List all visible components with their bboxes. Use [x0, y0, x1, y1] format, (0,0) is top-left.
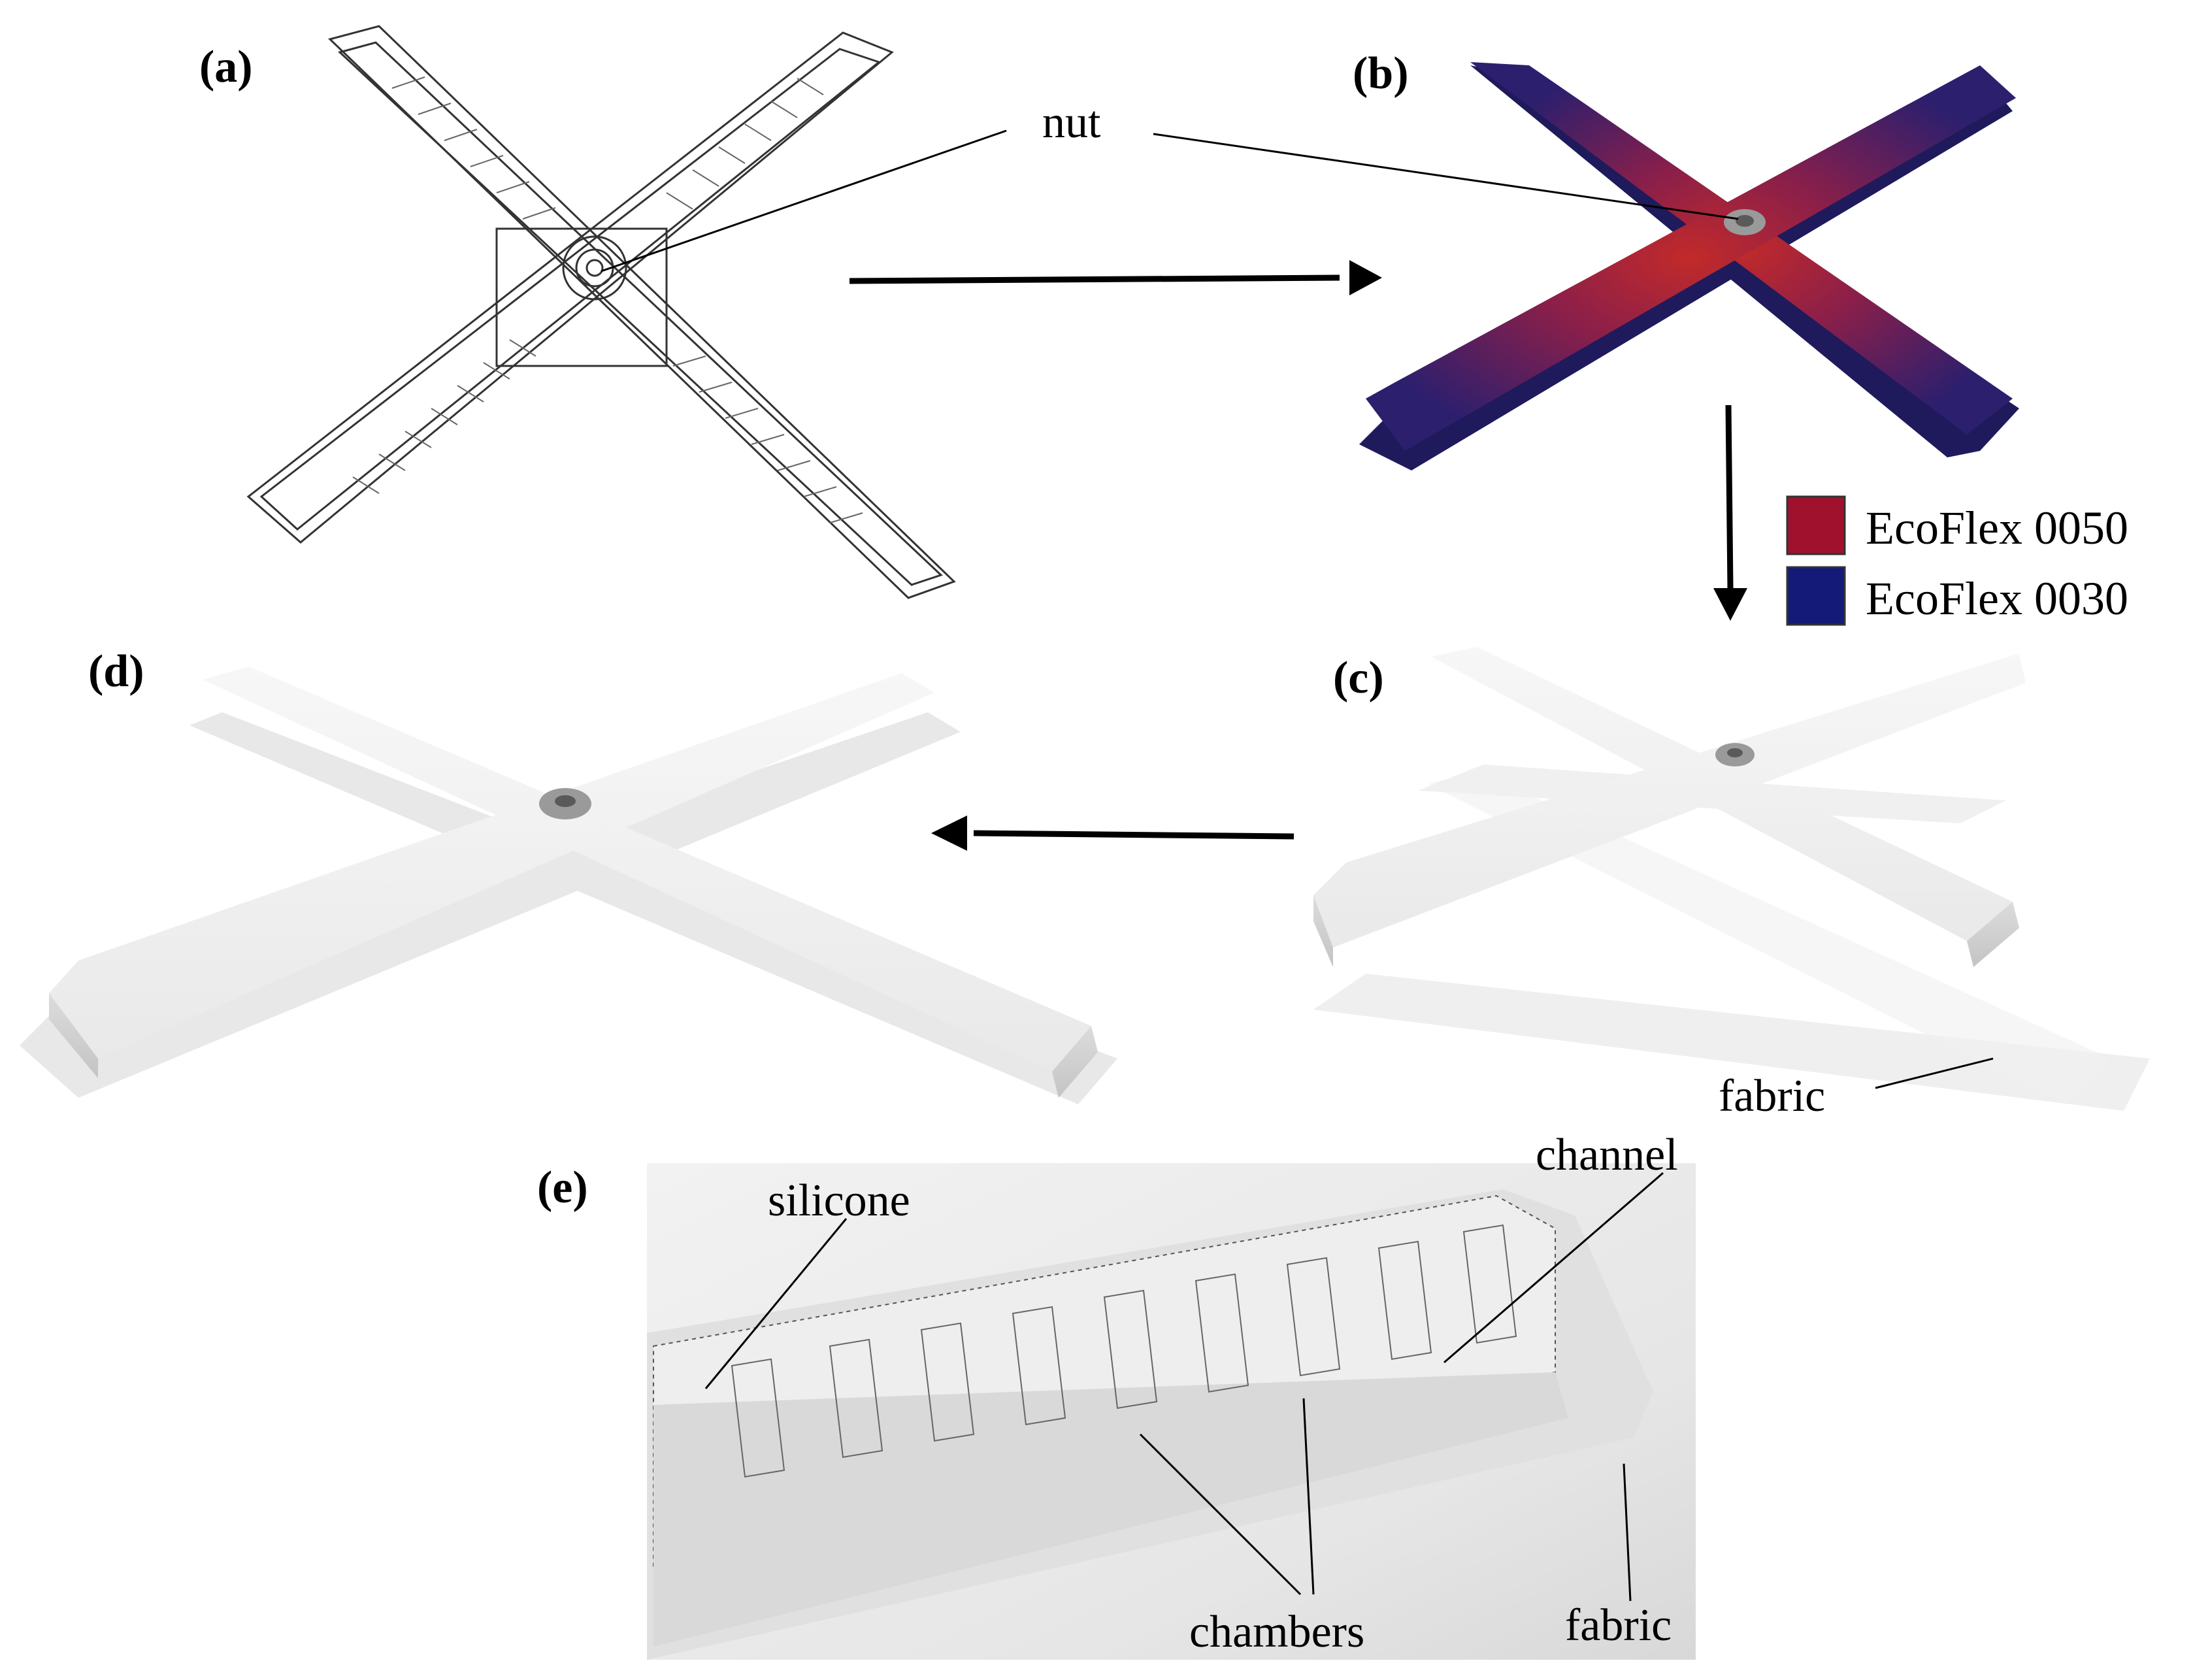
panel-label-b: (b)	[1353, 48, 1409, 99]
panel-a-wireframe	[246, 25, 956, 599]
annotation-nut: nut	[1042, 97, 1101, 148]
arrow-b-to-c	[1725, 404, 1734, 589]
chamber-outlines	[731, 1224, 1517, 1478]
legend-swatch-ecoflex-0050	[1786, 495, 1846, 555]
annotation-silicone: silicone	[768, 1176, 910, 1226]
panel-label-a: (a)	[199, 42, 253, 92]
legend-swatch-ecoflex-0030	[1786, 566, 1846, 626]
arrow-a-to-b	[849, 274, 1340, 284]
panel-e-closeup	[647, 1163, 1696, 1660]
panel-c-exploded	[1313, 647, 2150, 1111]
legend: EcoFlex 0050 EcoFlex 0030	[1786, 495, 2128, 626]
flow-arrows	[849, 260, 1747, 851]
legend-label-ecoflex-0050: EcoFlex 0050	[1866, 502, 2128, 554]
arrow-c-to-d	[973, 830, 1294, 840]
leader-lines	[601, 129, 1994, 1602]
panel-label-c: (c)	[1333, 653, 1384, 703]
panel-b-colored-cross	[1359, 62, 2019, 470]
panel-d-assembled	[20, 667, 1117, 1104]
panel-label-d: (d)	[88, 646, 144, 697]
legend-label-ecoflex-0030: EcoFlex 0030	[1866, 572, 2128, 625]
annotation-channel: channel	[1536, 1130, 1678, 1180]
annotation-fabric-c: fabric	[1719, 1071, 1825, 1121]
panel-label-e: (e)	[537, 1162, 588, 1213]
annotation-chambers: chambers	[1189, 1607, 1364, 1657]
annotation-fabric-e: fabric	[1565, 1600, 1672, 1651]
